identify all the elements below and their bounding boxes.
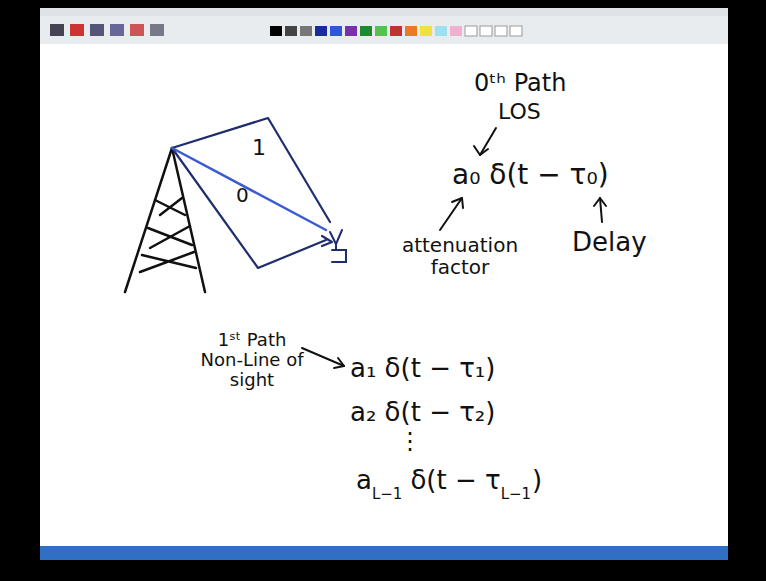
impulse-term: ) bbox=[532, 466, 542, 495]
annotation: Delay bbox=[572, 228, 647, 257]
impulse-term: a₀ δ(t − τ₀) bbox=[452, 160, 609, 191]
impulse-term: a₂ δ(t − τ₂) bbox=[350, 398, 495, 427]
annotation: attenuation factor bbox=[396, 234, 524, 278]
path-label: 0ᵗʰ Path bbox=[474, 70, 566, 96]
impulse-term: a₁ δ(t − τ₁) bbox=[350, 354, 495, 383]
ellipsis: ⋮ bbox=[398, 428, 422, 454]
impulse-term: δ(t − τ bbox=[410, 466, 500, 495]
path-number: 1 bbox=[252, 136, 266, 160]
path-label: 1ˢᵗ Path Non-Line of sight bbox=[200, 330, 304, 389]
path-label: LOS bbox=[498, 100, 541, 124]
path-number: 0 bbox=[236, 184, 249, 206]
subscript: L−1 bbox=[501, 486, 531, 503]
subscript: L−1 bbox=[372, 486, 402, 503]
impulse-term: a bbox=[356, 466, 372, 495]
